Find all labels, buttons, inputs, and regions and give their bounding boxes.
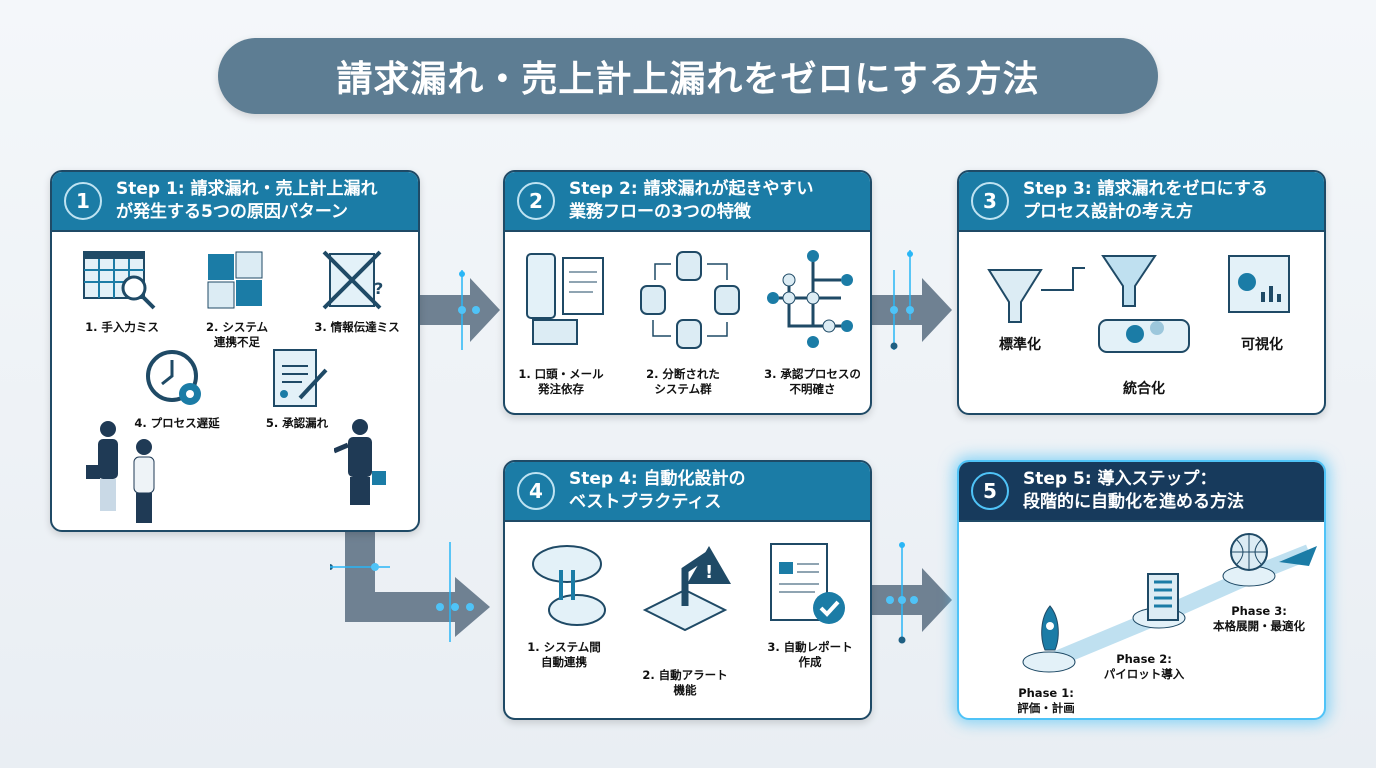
practice-label: 3. 自動レポート 作成: [767, 640, 853, 669]
funnel-icon: [987, 255, 1157, 323]
cause-label: 5. 承認漏れ: [265, 416, 329, 430]
globe-icon: [1230, 533, 1268, 571]
clock-gear-icon: [146, 350, 201, 405]
svg-text:!: !: [705, 562, 713, 583]
step4-card: 4 Step 4: 自動化設計の ベストプラクティス ! 1. システム間 自動連…: [503, 460, 872, 720]
principle-label: 可視化: [1241, 337, 1283, 353]
step2-card: 2 Step 2: 請求漏れが起きやすい 業務フローの3つの特徴 1. 口頭・メー…: [503, 170, 872, 415]
step3-header: 3 Step 3: 請求漏れをゼロにする プロセス設計の考え方: [959, 172, 1324, 232]
cause-label: 1. 手入力ミス: [85, 320, 159, 334]
rocket-icon: [1041, 605, 1059, 651]
arrow-step2-to-step3: [872, 250, 952, 350]
practice-label: 2. 自動アラート 機能: [642, 668, 728, 697]
arrow-step1-to-step4: [330, 532, 490, 642]
cause-label: 2. システム 連携不足: [205, 320, 269, 349]
practice-label: 1. システム間 自動連携: [527, 640, 601, 669]
phase-label: Phase 1: 評価・計画: [1017, 686, 1075, 715]
step5-card: 5 Step 5: 導入ステップ： 段階的に自動化を進める方法 Phase 1: …: [957, 460, 1326, 720]
crossed-document-icon: ?: [322, 250, 383, 310]
flowchart-icon: [767, 250, 853, 348]
step-number: 5: [971, 472, 1009, 510]
step2-header: 2 Step 2: 請求漏れが起きやすい 業務フローの3つの特徴: [505, 172, 870, 232]
step4-header: 4 Step 4: 自動化設計の ベストプラクティス: [505, 462, 870, 522]
businessman-illustration: [334, 419, 386, 505]
principle-label: 統合化: [1123, 381, 1165, 397]
step1-card: 1 Step 1: 請求漏れ・売上計上漏れ が発生する5つの原因パターン ? 1.…: [50, 170, 420, 532]
phone-notepad-icon: [526, 253, 604, 345]
dashboard-icon: [1228, 255, 1290, 313]
arrow-step1-to-step2: [420, 270, 500, 350]
step5-header: 5 Step 5: 導入ステップ： 段階的に自動化を進める方法: [959, 462, 1324, 522]
step-title: Step 4: 自動化設計の ベストプラクティス: [569, 469, 746, 512]
principle-label: 標準化: [999, 337, 1041, 353]
building-icon: [1147, 573, 1179, 621]
phase-label: Phase 3: 本格展開・最適化: [1213, 604, 1305, 633]
phase-label: Phase 2: パイロット導入: [1103, 652, 1185, 681]
robot-arm-icon: !: [642, 546, 731, 632]
step-number: 4: [517, 472, 555, 510]
cloud-sync-icon: [532, 545, 606, 626]
gear-platform-icon: [1098, 319, 1190, 353]
step3-card: 3 Step 3: 請求漏れをゼロにする プロセス設計の考え方 標準化 統合化 可…: [957, 170, 1326, 415]
cause-label: 4. プロセス遅延: [134, 416, 220, 430]
business-people-illustration: [86, 421, 155, 523]
cause-label: 3. 情報伝達ミス: [314, 320, 400, 334]
step-title: Step 5: 導入ステップ： 段階的に自動化を進める方法: [1023, 469, 1244, 512]
feature-label: 2. 分断された システム群: [646, 367, 720, 396]
step-title: Step 1: 請求漏れ・売上計上漏れ が発生する5つの原因パターン: [116, 179, 378, 222]
step-number: 3: [971, 182, 1009, 220]
arrow-step4-to-step5: [872, 542, 952, 644]
svg-text:?: ?: [374, 279, 383, 298]
feature-label: 1. 口頭・メール 発注依存: [518, 367, 604, 396]
report-check-icon: [770, 543, 845, 624]
step-number: 2: [517, 182, 555, 220]
page-title: 請求漏れ・売上計上漏れをゼロにする方法: [218, 38, 1158, 114]
puzzle-icon: [207, 251, 263, 309]
step-title: Step 2: 請求漏れが起きやすい 業務フローの3つの特徴: [569, 179, 814, 222]
database-cycle-icon: [640, 251, 740, 349]
step-number: 1: [64, 182, 102, 220]
feature-label: 3. 承認プロセスの 不明確さ: [764, 367, 861, 396]
step-title: Step 3: 請求漏れをゼロにする プロセス設計の考え方: [1023, 179, 1268, 222]
spreadsheet-search-icon: [83, 251, 156, 310]
step1-header: 1 Step 1: 請求漏れ・売上計上漏れ が発生する5つの原因パターン: [52, 172, 418, 232]
signed-document-icon: [273, 349, 328, 407]
